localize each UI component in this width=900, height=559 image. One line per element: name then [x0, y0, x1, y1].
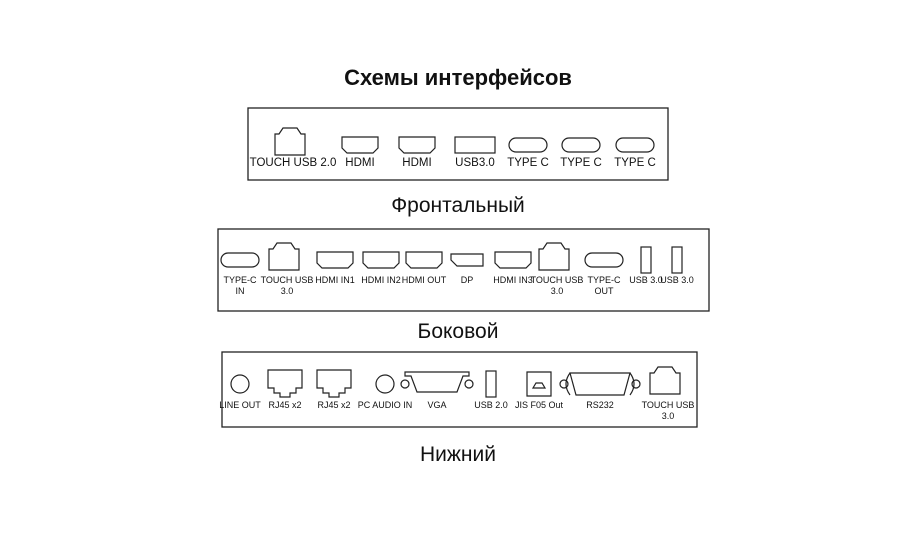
- hdmi-port-icon: [405, 251, 443, 269]
- port-label: TOUCH USB: [261, 275, 314, 285]
- vga-port-icon: [404, 371, 470, 393]
- port-label: USB 3.0: [629, 275, 663, 285]
- port: TYPE C: [614, 137, 656, 169]
- port-label: IN: [236, 286, 245, 296]
- port-label: OUT: [595, 286, 615, 296]
- port: DP: [450, 253, 484, 285]
- hdmi-port-icon: [398, 136, 436, 154]
- port-label: RJ45 x2: [268, 400, 301, 410]
- port: PC AUDIO IN: [358, 374, 413, 410]
- hdmi-port-icon: [362, 251, 400, 269]
- interface-panel: LINE OUT RJ45 x2 RJ45 x2 PC AUDIO IN VGA USB …: [219, 351, 698, 428]
- usb-a-vertical-port-icon: [640, 246, 652, 274]
- hdmi-port-icon: [494, 251, 532, 269]
- port-label: 3.0: [662, 411, 675, 421]
- port: HDMI: [398, 136, 436, 169]
- usb-b-port-icon: [274, 127, 306, 156]
- panel-border: [247, 107, 669, 181]
- port: HDMI OUT: [402, 251, 447, 285]
- port-label: HDMI OUT: [402, 275, 447, 285]
- port: LINE OUT: [219, 374, 261, 410]
- port: HDMI IN2: [361, 251, 401, 285]
- port-label: HDMI: [402, 157, 431, 169]
- port: HDMI IN1: [315, 251, 355, 285]
- port: TYPE C: [507, 137, 549, 169]
- port-label: HDMI IN2: [361, 275, 401, 285]
- rs232-port-icon: [569, 372, 631, 396]
- port: TYPE C: [560, 137, 602, 169]
- panel-caption: Фронтальный: [391, 194, 525, 217]
- port: HDMI IN3: [493, 251, 533, 285]
- audio-jack-icon: [230, 374, 250, 394]
- port-label: PC AUDIO IN: [358, 400, 413, 410]
- usb-a-vertical-port-icon: [485, 370, 497, 398]
- rj45-port-icon: [267, 369, 303, 398]
- usb-b-port-icon: [538, 242, 570, 271]
- port-label: TYPE C: [614, 157, 656, 169]
- port-label: HDMI IN3: [493, 275, 533, 285]
- port-label: TYPE-C: [223, 275, 257, 285]
- port: TOUCH USB3.0: [531, 242, 584, 296]
- displayport-icon: [450, 253, 484, 267]
- panel-caption: Боковой: [418, 320, 499, 343]
- port-label: RJ45 x2: [317, 400, 350, 410]
- port-label: TYPE C: [560, 157, 602, 169]
- usb-c-port-icon: [584, 252, 624, 268]
- hdmi-port-icon: [341, 136, 379, 154]
- port: TOUCH USB 2.0: [250, 127, 337, 169]
- port: TOUCH USB3.0: [642, 366, 695, 421]
- port: JIS F05 Out: [515, 371, 564, 410]
- port: TOUCH USB3.0: [261, 242, 314, 296]
- port-label: TYPE-C: [587, 275, 621, 285]
- optical-port-icon: [526, 371, 552, 397]
- port-label: JIS F05 Out: [515, 400, 564, 410]
- port-label: DP: [461, 275, 474, 285]
- interface-panel: TOUCH USB 2.0 HDMI HDMI USB3.0 TYPE C TYPE C T…: [247, 107, 669, 181]
- port-label: USB 3.0: [660, 275, 694, 285]
- usb-a-port-icon: [454, 136, 496, 154]
- usb-b-port-icon: [649, 366, 681, 395]
- port: RJ45 x2: [316, 369, 352, 410]
- port: USB3.0: [454, 136, 496, 169]
- port-label: 3.0: [551, 286, 564, 296]
- port-label: TOUCH USB 2.0: [250, 157, 337, 169]
- port-label: USB3.0: [455, 157, 495, 169]
- port-label: TOUCH USB: [642, 400, 695, 410]
- port: TYPE-CIN: [220, 252, 260, 296]
- port-label: VGA: [427, 400, 446, 410]
- usb-c-port-icon: [561, 137, 601, 153]
- port: RJ45 x2: [267, 369, 303, 410]
- usb-b-port-icon: [268, 242, 300, 271]
- audio-jack-icon: [375, 374, 395, 394]
- panel-caption: Нижний: [420, 443, 496, 466]
- port: USB 3.0: [660, 246, 694, 285]
- port-label: TYPE C: [507, 157, 549, 169]
- port: RS232: [559, 372, 641, 410]
- port-label: HDMI IN1: [315, 275, 355, 285]
- usb-c-port-icon: [220, 252, 260, 268]
- port-label: HDMI: [345, 157, 374, 169]
- hdmi-port-icon: [316, 251, 354, 269]
- port-label: RS232: [586, 400, 614, 410]
- diagram-title: Схемы интерфейсов: [344, 65, 572, 90]
- usb-c-port-icon: [508, 137, 548, 153]
- port: USB 3.0: [629, 246, 663, 285]
- port-label: 3.0: [281, 286, 294, 296]
- port-label: LINE OUT: [219, 400, 261, 410]
- port: USB 2.0: [474, 370, 508, 410]
- port-label: TOUCH USB: [531, 275, 584, 285]
- port-label: USB 2.0: [474, 400, 508, 410]
- panel-border: [221, 351, 698, 428]
- port: HDMI: [341, 136, 379, 169]
- port: VGA: [400, 371, 474, 410]
- panel-border: [217, 228, 710, 312]
- usb-a-vertical-port-icon: [671, 246, 683, 274]
- usb-c-port-icon: [615, 137, 655, 153]
- rj45-port-icon: [316, 369, 352, 398]
